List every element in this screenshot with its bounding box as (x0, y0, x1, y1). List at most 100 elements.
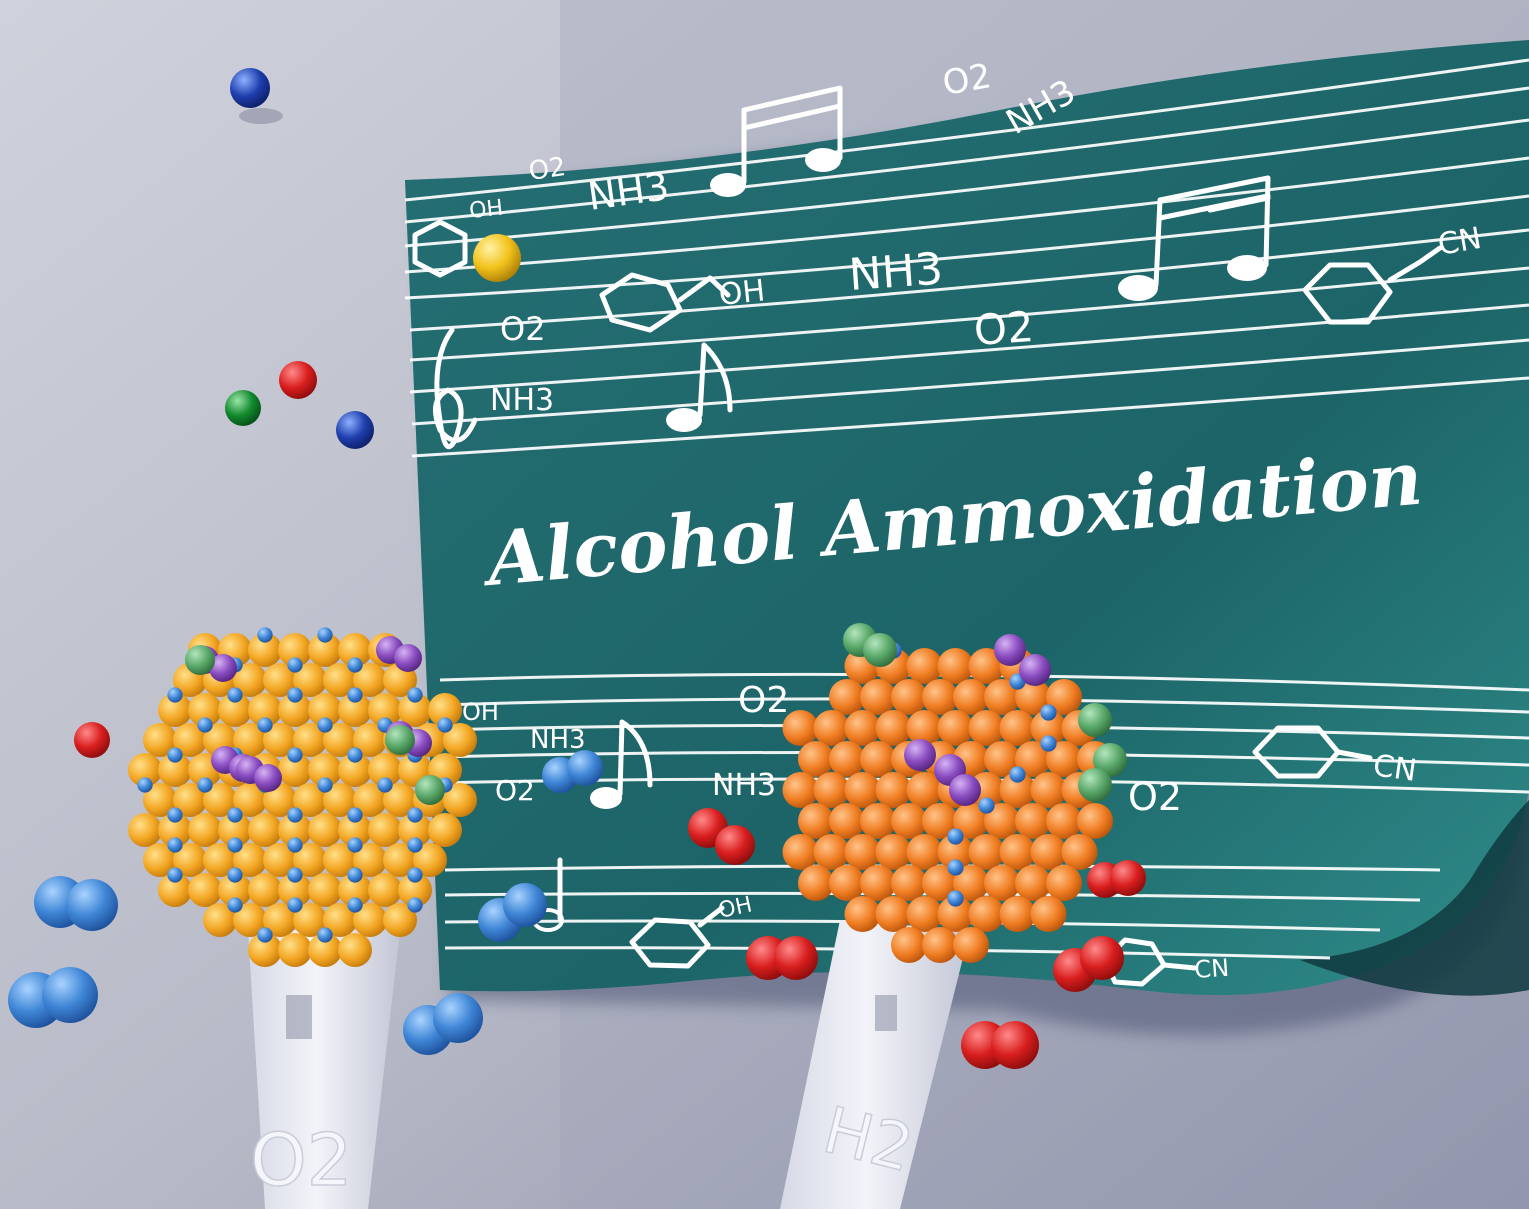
orange-cluster-atom (968, 710, 1005, 746)
gold-cluster-atom (383, 783, 417, 817)
orange-cluster-atom (1030, 896, 1067, 932)
gold-cluster-atom (233, 723, 267, 757)
orange-cluster-atom (953, 865, 989, 901)
gold-cluster-atom (443, 783, 477, 817)
orange-cluster-atom (999, 772, 1036, 808)
orange-cluster-atom (937, 834, 974, 870)
benzonitrile-ring-bottom (1102, 937, 1198, 987)
gold-cluster-surface-atom (407, 807, 423, 823)
gold-cluster-atom (278, 633, 312, 667)
gold-cluster-atom (218, 693, 252, 727)
gold-cluster-atom (233, 903, 267, 937)
gold-cluster-surface-atom (137, 777, 153, 793)
gold-cluster-atom (278, 873, 312, 907)
gold-cluster-atom (338, 933, 372, 967)
gold-cluster-atom (233, 663, 267, 697)
gold-cluster-atom (143, 723, 177, 757)
gold-cluster-surface-atom (287, 897, 303, 913)
gold-cluster-atom (188, 873, 222, 907)
pin-green (225, 390, 261, 426)
orange-cluster-atom (829, 803, 865, 839)
music-note-middle (1118, 175, 1271, 301)
orange-cluster-atom (782, 834, 819, 870)
gold-cluster-surface-atom (167, 837, 183, 853)
gold-cluster-surface-atom (407, 867, 423, 883)
gold-cluster-atom (338, 873, 372, 907)
gold-cluster-atom (278, 693, 312, 727)
orange-cluster-atom (1015, 865, 1051, 901)
microphone-right: H2 (780, 920, 970, 1209)
gold-cluster-atom (323, 783, 357, 817)
orange-cluster-atom (844, 896, 881, 932)
green-atom (1078, 703, 1112, 737)
gold-cluster-surface-atom (317, 777, 333, 793)
hydrogen-molecule-3 (1053, 936, 1124, 992)
pin-red-left (74, 722, 110, 758)
orange-cluster-atom (922, 679, 958, 715)
orange-cluster-atom (829, 865, 865, 901)
orange-cluster-atom (1030, 710, 1067, 746)
orange-cluster-atom (984, 679, 1020, 715)
gold-cluster-atom (158, 753, 192, 787)
gold-cluster-atom (128, 753, 162, 787)
orange-cluster-atom (1046, 803, 1082, 839)
label-o2-bottom-left: O2 (495, 774, 535, 807)
promoter-atom (209, 654, 237, 682)
orange-cluster-surface-atom (947, 890, 964, 907)
orange-cluster-atom (813, 834, 850, 870)
gold-cluster-surface-atom (167, 807, 183, 823)
gold-cluster-atom (368, 813, 402, 847)
gold-cluster-atom (293, 783, 327, 817)
gold-cluster-atom (323, 843, 357, 877)
gold-cluster-atom (248, 813, 282, 847)
green-atom (1078, 768, 1112, 802)
promoter-atom (994, 634, 1026, 666)
hydrogen-molecule-5 (961, 1021, 1039, 1069)
green-atom (185, 645, 215, 675)
gold-cluster-surface-atom (227, 837, 243, 853)
label-cn-top-right: CN (1435, 221, 1484, 263)
orange-cluster-atom (860, 679, 896, 715)
gold-cluster-surface-atom (257, 717, 273, 733)
gold-cluster-atom (338, 813, 372, 847)
pin-red (279, 361, 317, 399)
gold-cluster-surface-atom (407, 687, 423, 703)
orange-cluster-atom (1046, 741, 1082, 777)
orange-cluster-atom (937, 710, 974, 746)
label-nh3-bottom-middle: NH3 (712, 768, 776, 803)
gold-cluster-surface-atom (227, 687, 243, 703)
orange-cluster-atom (875, 834, 912, 870)
gold-cluster-atom (233, 843, 267, 877)
gold-cluster-atom (353, 783, 387, 817)
gold-cluster-surface-atom (167, 867, 183, 883)
green-atom (1093, 743, 1127, 777)
orange-cluster-atom (782, 772, 819, 808)
gold-cluster-atom (248, 633, 282, 667)
gold-cluster-surface-atom (287, 867, 303, 883)
orange-cluster-atom (906, 648, 943, 684)
promoter-atom (254, 764, 282, 792)
gold-cluster-atom (308, 633, 342, 667)
gold-cluster-atom (203, 783, 237, 817)
gold-cluster-atom (278, 813, 312, 847)
orange-cluster-atom (798, 803, 834, 839)
orange-cluster-atom (844, 710, 881, 746)
gold-cluster-atom (233, 783, 267, 817)
gold-cluster-surface-atom (377, 777, 393, 793)
gold-cluster-surface-atom (227, 897, 243, 913)
orange-cluster-surface-atom (1040, 735, 1057, 752)
gold-cluster-surface-atom (347, 867, 363, 883)
label-oh-middle: OH (717, 273, 767, 313)
green-atom (385, 725, 415, 755)
label-cn-bottom-right: CN (1371, 748, 1419, 789)
orange-cluster-atom (1030, 834, 1067, 870)
orange-cluster-atom (968, 834, 1005, 870)
gold-cluster-atom (428, 693, 462, 727)
gold-cluster-surface-atom (257, 927, 273, 943)
gold-cluster-atom (278, 753, 312, 787)
orange-cluster-atom (1046, 679, 1082, 715)
gold-cluster-surface-atom (167, 747, 183, 763)
gold-cluster-atom (128, 813, 162, 847)
gold-cluster-surface-atom (407, 897, 423, 913)
